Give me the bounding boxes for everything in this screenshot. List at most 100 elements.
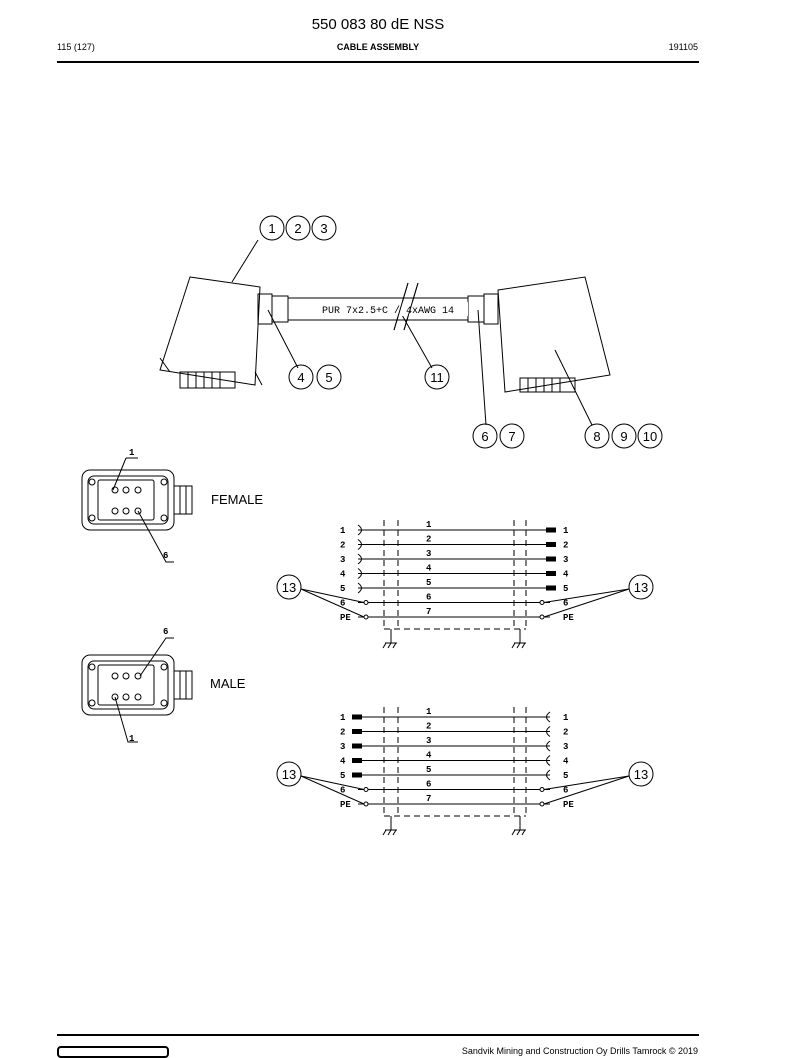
female-shield-node <box>363 614 369 620</box>
female-pin-contact <box>546 571 556 576</box>
female-balloon-13-label: 13 <box>282 580 296 595</box>
male-ground-hatch <box>392 829 397 836</box>
female-balloon-13 <box>628 574 654 600</box>
balloon-11: 11 <box>430 370 444 385</box>
female-balloon-13 <box>276 574 302 600</box>
male-right-pin-label: 1 <box>563 713 569 723</box>
female-wire-number: 4 <box>426 564 432 574</box>
balloon-5: 5 <box>325 370 332 385</box>
female-socket-contact <box>357 553 362 565</box>
female-left-pin-label: 5 <box>340 584 345 594</box>
female-right-pin-label: 6 <box>563 599 568 609</box>
page-number: 115 (127) <box>57 42 95 52</box>
male-ground-hatch <box>382 829 387 836</box>
male-socket-contact <box>546 711 551 723</box>
balloon-6: 6 <box>481 429 488 444</box>
male-left-pin-label: 6 <box>340 786 345 796</box>
footer-copyright: Sandvik Mining and Construction Oy Drill… <box>461 1046 698 1056</box>
male-balloon-13-label: 13 <box>634 767 648 782</box>
male-pin-contact <box>352 714 362 720</box>
female-shield-node <box>539 600 545 605</box>
female-leader <box>543 588 630 618</box>
female-pin-contact <box>546 585 556 591</box>
male-right-pin-label: 3 <box>563 742 568 752</box>
male-socket-contact <box>546 755 551 766</box>
male-right-pin-label: 6 <box>563 786 568 796</box>
female-left-pin-label: 6 <box>340 599 345 609</box>
male-right-pin-label: 4 <box>563 757 569 767</box>
female-left-pin-label: 4 <box>340 570 346 580</box>
female-pin-label-b: 6 <box>163 551 168 561</box>
female-leader <box>300 588 365 618</box>
female-ground-hatch <box>521 642 526 649</box>
male-shield-node <box>539 787 545 792</box>
female-right-pin-label: PE <box>563 613 574 623</box>
female-connector-face <box>81 469 175 531</box>
female-pin-contact <box>546 556 556 562</box>
female-balloon-13-label: 13 <box>634 580 648 595</box>
male-shield-node <box>363 787 369 792</box>
balloon-3: 3 <box>320 221 327 236</box>
female-left-pin-label: 1 <box>340 526 346 536</box>
female-right-pin-label: 1 <box>563 526 569 536</box>
female-ground-hatch <box>516 642 521 649</box>
male-ground-hatch <box>511 829 516 836</box>
female-socket-contact <box>357 568 362 579</box>
male-left-pin-label: PE <box>340 800 351 810</box>
female-leader <box>300 588 365 603</box>
female-socket-contact <box>357 582 362 594</box>
female-wire-number: 1 <box>426 520 432 530</box>
male-balloon-13 <box>628 761 654 787</box>
balloon-2: 2 <box>294 221 301 236</box>
male-pin-contact <box>352 729 362 734</box>
company-logo <box>57 1046 169 1058</box>
male-leader <box>300 775 365 805</box>
male-leader <box>543 775 630 805</box>
male-wire-number: 7 <box>426 794 431 804</box>
document-code: 191105 <box>668 42 698 52</box>
balloon-4: 4 <box>297 370 304 385</box>
female-pin-contact <box>546 527 556 533</box>
male-label: MALE <box>210 676 246 691</box>
male-wire-number: 2 <box>426 722 431 732</box>
female-right-pin-label: 3 <box>563 555 568 565</box>
male-socket-contact <box>546 726 551 737</box>
female-left-pin-label: 3 <box>340 555 345 565</box>
female-wire-number: 6 <box>426 593 431 603</box>
male-wire-number: 6 <box>426 780 431 790</box>
female-left-pin-label: PE <box>340 613 351 623</box>
male-ground-hatch <box>516 829 521 836</box>
male-wire-number: 3 <box>426 736 431 746</box>
male-ground-hatch <box>521 829 526 836</box>
female-shield-node <box>539 614 545 620</box>
female-right-pin-label: 5 <box>563 584 568 594</box>
balloon-7: 7 <box>508 429 515 444</box>
male-balloon-13 <box>276 761 302 787</box>
balloon-1: 1 <box>268 221 275 236</box>
male-socket-contact <box>546 769 551 781</box>
balloon-8: 8 <box>593 429 600 444</box>
male-left-pin-label: 2 <box>340 728 345 738</box>
female-ground-hatch <box>392 642 397 649</box>
footer-rule <box>57 1034 699 1036</box>
male-shield-node <box>539 801 545 807</box>
male-pin-label-a: 6 <box>163 627 168 637</box>
female-left-pin-label: 2 <box>340 541 345 551</box>
cable <box>288 297 468 321</box>
female-wire-number: 2 <box>426 535 431 545</box>
left-cable-gland <box>257 293 273 325</box>
male-leader <box>300 775 365 790</box>
female-socket-contact <box>357 539 362 550</box>
female-wire-number: 5 <box>426 578 431 588</box>
male-ground-hatch <box>387 829 392 836</box>
left-connector-housing <box>159 276 261 386</box>
female-pin-label-a: 1 <box>129 448 135 458</box>
female-ground-hatch <box>382 642 387 649</box>
balloon-9: 9 <box>620 429 627 444</box>
male-pin-contact <box>352 772 362 778</box>
male-left-pin-label: 1 <box>340 713 346 723</box>
male-pin-contact <box>352 743 362 749</box>
female-wire-number: 7 <box>426 607 431 617</box>
